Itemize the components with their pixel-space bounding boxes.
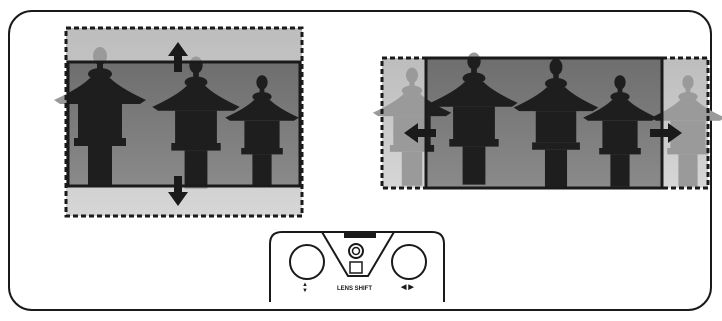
vertical-shift-illustration — [54, 28, 302, 216]
vertical-shift-knob — [290, 245, 324, 279]
horizontal-shift-symbol: ◀ ▶ — [401, 283, 414, 291]
vertical-shift-symbol: ▲ ▼ — [302, 282, 308, 294]
lens-shift-label: LENS SHIFT — [337, 286, 372, 292]
horizontal-shift-illustration — [373, 53, 722, 188]
horizontal-shift-knob — [392, 245, 426, 279]
